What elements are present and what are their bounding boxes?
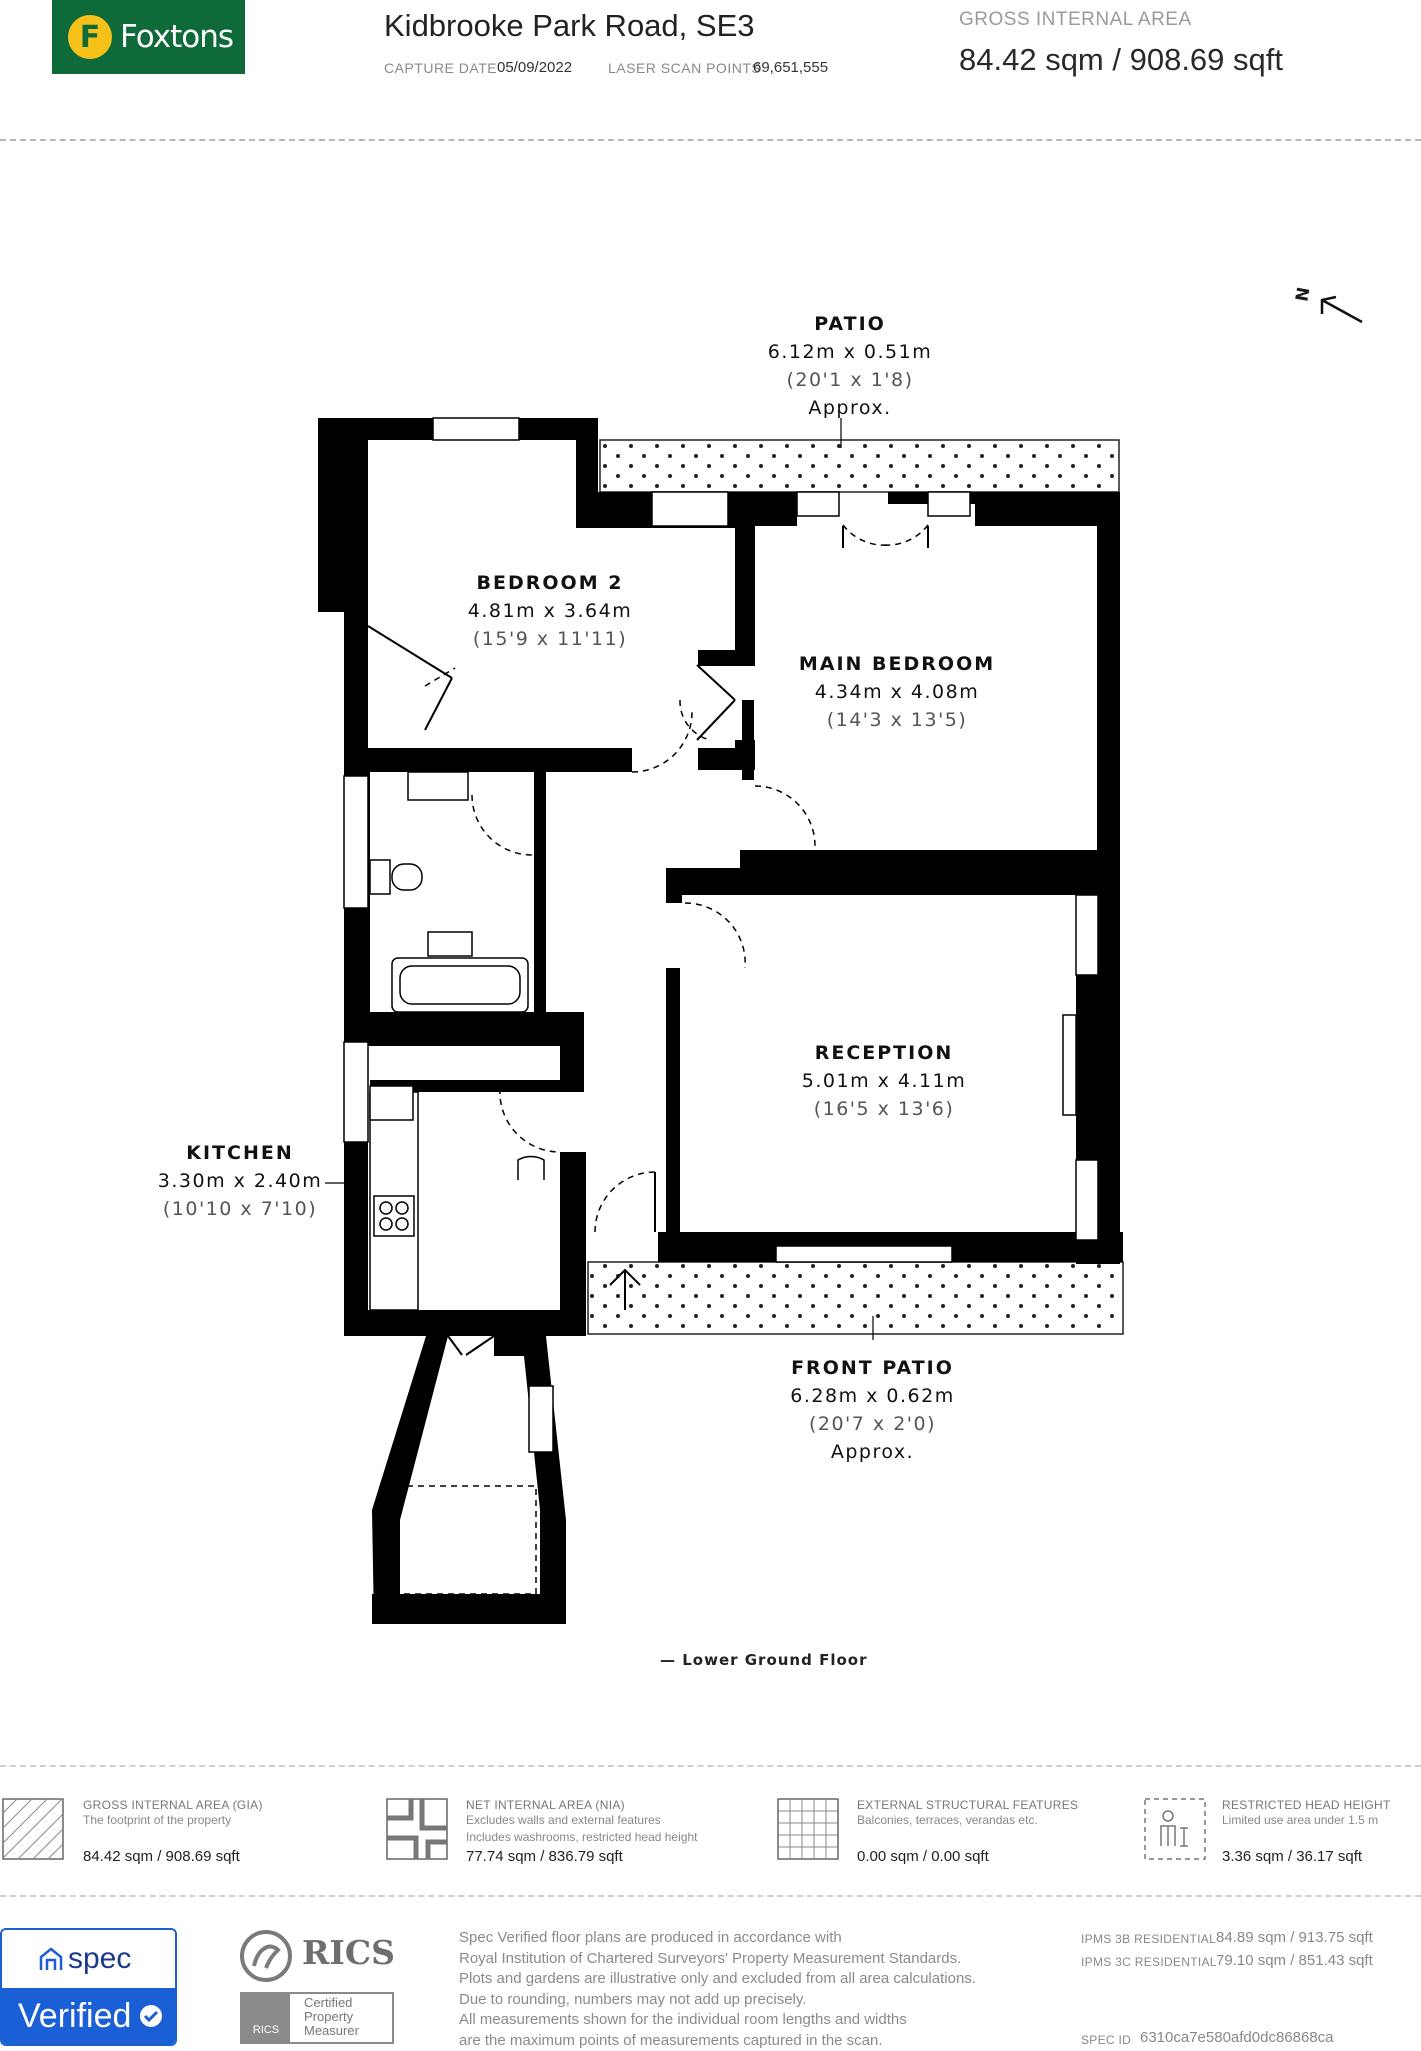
- ipms3b-label: IPMS 3B RESIDENTIAL: [1081, 1932, 1217, 1946]
- ipms3c-value: 79.10 sqm / 851.43 sqft: [1216, 1952, 1373, 1969]
- door-leaves: [367, 526, 929, 1356]
- legend-external: EXTERNAL STRUCTURAL FEATURES Balconies, …: [857, 1798, 1079, 1865]
- spec-id-label: SPEC ID: [1081, 2033, 1132, 2047]
- leader-lines: [325, 418, 874, 1340]
- gia-header-label: GROSS INTERNAL AREA: [959, 9, 1192, 30]
- rics-certified-badge: RICS Certified Property Measurer: [240, 1992, 394, 2044]
- header-divider: [0, 139, 1421, 141]
- property-address: Kidbrooke Park Road, SE3: [384, 8, 755, 43]
- bathroom-fixtures: [369, 771, 529, 1013]
- entrance-arrow-icon: [609, 1268, 641, 1310]
- legend-top-divider: [0, 1765, 1421, 1767]
- patio-area: [599, 439, 1120, 493]
- grid-icon: [777, 1798, 839, 1860]
- floor-label: — Lower Ground Floor: [660, 1651, 868, 1669]
- foxtons-logo: F Foxtons: [52, 0, 245, 74]
- kitchen-label: KITCHEN 3.30m x 2.40m (10'10 x 7'10): [157, 1142, 323, 1220]
- spec-house-icon: [39, 1947, 63, 1970]
- nia-plan-icon: [386, 1798, 448, 1860]
- capture-date-value: 05/09/2022: [497, 59, 573, 76]
- gia-header-value: 84.42 sqm / 908.69 sqft: [959, 42, 1283, 77]
- rics-logo: RICS: [240, 1928, 400, 1984]
- ipms3c-label: IPMS 3C RESIDENTIAL: [1081, 1955, 1217, 1969]
- ipms3b-value: 84.89 sqm / 913.75 sqft: [1216, 1929, 1373, 1946]
- north-compass: N: [1288, 282, 1368, 332]
- walls: [318, 418, 1123, 1624]
- scan-points-label: LASER SCAN POINTS: [608, 60, 762, 76]
- footer-disclaimer: Spec Verified floor plans are produced i…: [459, 1929, 976, 2049]
- front-patio-label: FRONT PATIO 6.28m x 0.62m (20'7 x 2'0) A…: [790, 1357, 955, 1463]
- spec-logo: spec: [2, 1930, 175, 1988]
- spec-verified-badge: spec Verified: [0, 1928, 177, 2046]
- capture-date-label: CAPTURE DATE: [384, 60, 498, 76]
- foxtons-logo-text: Foxtons: [120, 19, 234, 55]
- gia-hatch-icon: [2, 1798, 64, 1860]
- north-arrow-icon: [1320, 295, 1363, 324]
- reception-label: RECEPTION 5.01m x 4.11m (16'5 x 13'6): [801, 1042, 967, 1120]
- check-icon: [140, 2005, 163, 2027]
- rics-badge-logo: RICS: [242, 1994, 290, 2042]
- patio-label: PATIO 6.12m x 0.51m (20'1 x 1'8) Approx.: [767, 313, 933, 419]
- scan-points-value: 69,651,555: [753, 59, 829, 76]
- legend-nia: NET INTERNAL AREA (NIA) Excludes walls a…: [466, 1798, 698, 1865]
- head-height-icon: [1144, 1798, 1206, 1860]
- floor-plan: [318, 417, 1124, 1624]
- legend-gia: GROSS INTERNAL AREA (GIA) The footprint …: [83, 1798, 263, 1865]
- kitchen-fixtures: [369, 1085, 545, 1311]
- legend-head-height: RESTRICTED HEAD HEIGHT Limited use area …: [1222, 1798, 1391, 1865]
- spec-id-value: 6310ca7e580afd0dc86868ca: [1140, 2029, 1334, 2046]
- rics-lion-icon: [240, 1930, 292, 1982]
- windows: [343, 417, 1099, 1453]
- front-patio-area: [587, 1261, 1124, 1335]
- bedroom2-label: BEDROOM 2 4.81m x 3.64m (15'9 x 11'11): [467, 572, 633, 650]
- foxtons-logo-icon: F: [68, 15, 112, 59]
- main-bedroom-label: MAIN BEDROOM 4.34m x 4.08m (14'3 x 13'5): [798, 653, 996, 731]
- verified-label: Verified: [2, 1988, 175, 2044]
- legend-bottom-divider: [0, 1895, 1421, 1897]
- door-swings: [395, 524, 929, 1595]
